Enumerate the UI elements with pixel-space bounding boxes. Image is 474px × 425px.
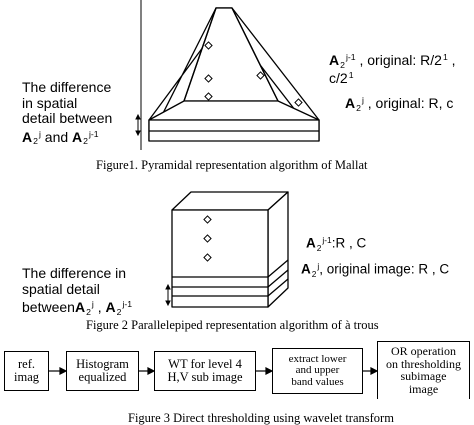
figure1-difference-label: The difference in spatial detail between… <box>22 79 113 150</box>
pyramid-dot <box>256 71 265 80</box>
figure1-caption: Figure1. Pyramidal representation algori… <box>96 158 368 172</box>
difference-terms: A2j and A2j-1 <box>22 128 99 147</box>
box-dot <box>203 234 212 243</box>
difference-line: The difference <box>22 79 112 95</box>
pyramid-dot <box>204 41 213 50</box>
figure3-caption: Figure 3 Direct thresholding using wavel… <box>128 411 394 425</box>
lower-level-label: A2j, original image: R , C <box>301 261 450 279</box>
pyramid-dot <box>294 98 303 107</box>
difference-arrow-2 <box>165 283 171 307</box>
difference-line: The difference in <box>22 265 127 281</box>
figure2-caption: Figure 2 Parallelepiped representation a… <box>86 318 379 332</box>
box-dot <box>203 253 212 262</box>
box-side-face <box>267 191 289 308</box>
pyramid-dot <box>204 74 213 83</box>
upper-level-label-cont: c/21 <box>329 70 354 86</box>
lower-level-label: A2j , original: R, c <box>345 95 454 114</box>
box-dot <box>203 215 212 224</box>
difference-line: detail between <box>22 110 113 126</box>
flow-arrows <box>49 367 379 375</box>
figure2-difference-label: The difference in spatial detail between… <box>22 265 133 320</box>
pyramid-dot <box>204 92 213 101</box>
difference-terms: betweenA2j , A2j-1 <box>22 298 133 317</box>
difference-line: spatial detail <box>22 280 100 297</box>
box-front-face <box>171 209 269 308</box>
upper-level-label: A2j-1 , original: R/21 , <box>329 52 456 71</box>
figure2-parallelepiped <box>171 191 289 308</box>
difference-arrow-1 <box>135 113 141 137</box>
flow-box-ref-image: ref.imag <box>4 351 49 391</box>
difference-line: in spatial <box>22 94 78 111</box>
upper-level-label: A2j-1:R , C <box>306 235 367 253</box>
